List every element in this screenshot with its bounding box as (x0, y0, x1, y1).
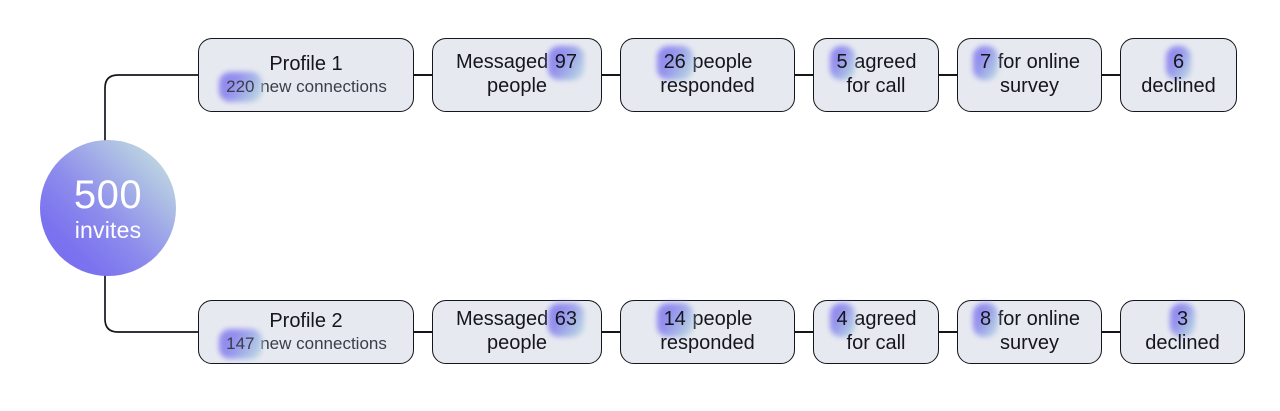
connector-segment (414, 331, 432, 333)
node-line-2: declined (1145, 332, 1220, 354)
node-line-1: 6 (1172, 51, 1185, 75)
node-line-1: 4 agreed (836, 308, 917, 332)
node-line-1: 8 for online (979, 308, 1080, 332)
connector-segment (939, 331, 957, 333)
node-line-2: survey (1000, 75, 1059, 97)
connector-segment (939, 74, 957, 76)
metric-highlight: 7 (979, 51, 992, 75)
metric-highlight: 97 (554, 51, 578, 75)
node-line-2: for call (846, 75, 906, 97)
metric-highlight: 5 (836, 51, 849, 75)
metric-value: 97 (554, 51, 578, 74)
node-line-2: people (486, 332, 548, 354)
node-line-1-post: agreed (848, 51, 917, 74)
profile-subtitle-text: new connections (255, 334, 387, 354)
metric-highlight: 6 (1172, 51, 1185, 75)
invites-hub: 500 invites (40, 140, 176, 276)
profile-title: Profile 1 (269, 52, 343, 75)
metric-value: 63 (554, 308, 578, 331)
node-line-1: Messaged 97 (456, 51, 578, 75)
node-line-1-post: people (686, 308, 753, 331)
node-line-2: people (486, 75, 548, 97)
connector-segment (1102, 74, 1120, 76)
metric-value: 3 (1176, 308, 1189, 331)
invites-label: invites (74, 216, 142, 243)
node-line-1-post: for online (992, 51, 1080, 74)
metric-highlight: 63 (554, 308, 578, 332)
node-line-1-post: for online (992, 308, 1080, 331)
node-line-2: responded (660, 75, 755, 97)
node-line-1-pre: Messaged (455, 308, 554, 331)
metric-highlight: 26 (663, 51, 687, 75)
invites-count: 500 (73, 172, 143, 217)
profile-subtitle: 147 new connections (225, 334, 387, 354)
metric-value: 6 (1172, 51, 1185, 74)
connector-segment (795, 74, 813, 76)
profile-subtitle: 220 new connections (225, 77, 387, 97)
metric-highlight: 14 (663, 308, 687, 332)
metric-value: 7 (980, 51, 992, 74)
node-line-1: 5 agreed (836, 51, 917, 75)
node-line-1: Messaged 63 (456, 308, 578, 332)
node-line-2: declined (1141, 75, 1216, 97)
node-line-2: for call (846, 332, 906, 354)
node-line-1: 14 people (663, 308, 753, 332)
metric-value: 26 (663, 51, 686, 74)
metric-value: 147 (226, 334, 255, 354)
node-line-2: responded (660, 332, 755, 354)
metric-highlight: 147 (225, 334, 255, 354)
metric-highlight: 220 (225, 77, 255, 97)
node-line-1-post: agreed (848, 308, 917, 331)
connector-segment (414, 74, 432, 76)
metric-value: 8 (980, 308, 992, 331)
metric-highlight: 3 (1176, 308, 1189, 332)
node-line-1-post: people (686, 51, 753, 74)
connector-segment (795, 331, 813, 333)
metric-value: 4 (836, 308, 848, 331)
node-line-1-pre: Messaged (455, 51, 554, 74)
node-line-1: 7 for online (979, 51, 1080, 75)
metric-value: 14 (663, 308, 686, 331)
profile-title: Profile 2 (269, 309, 343, 332)
metric-value: 220 (226, 77, 255, 97)
connector-segment (602, 331, 620, 333)
connector-segment (1102, 331, 1120, 333)
connector-segment (602, 74, 620, 76)
node-line-1: 26 people (663, 51, 753, 75)
node-line-2: survey (1000, 332, 1059, 354)
metric-highlight: 8 (979, 308, 992, 332)
node-line-1: 3 (1176, 308, 1189, 332)
metric-highlight: 4 (836, 308, 849, 332)
metric-value: 5 (836, 51, 848, 74)
profile-subtitle-text: new connections (255, 77, 387, 97)
